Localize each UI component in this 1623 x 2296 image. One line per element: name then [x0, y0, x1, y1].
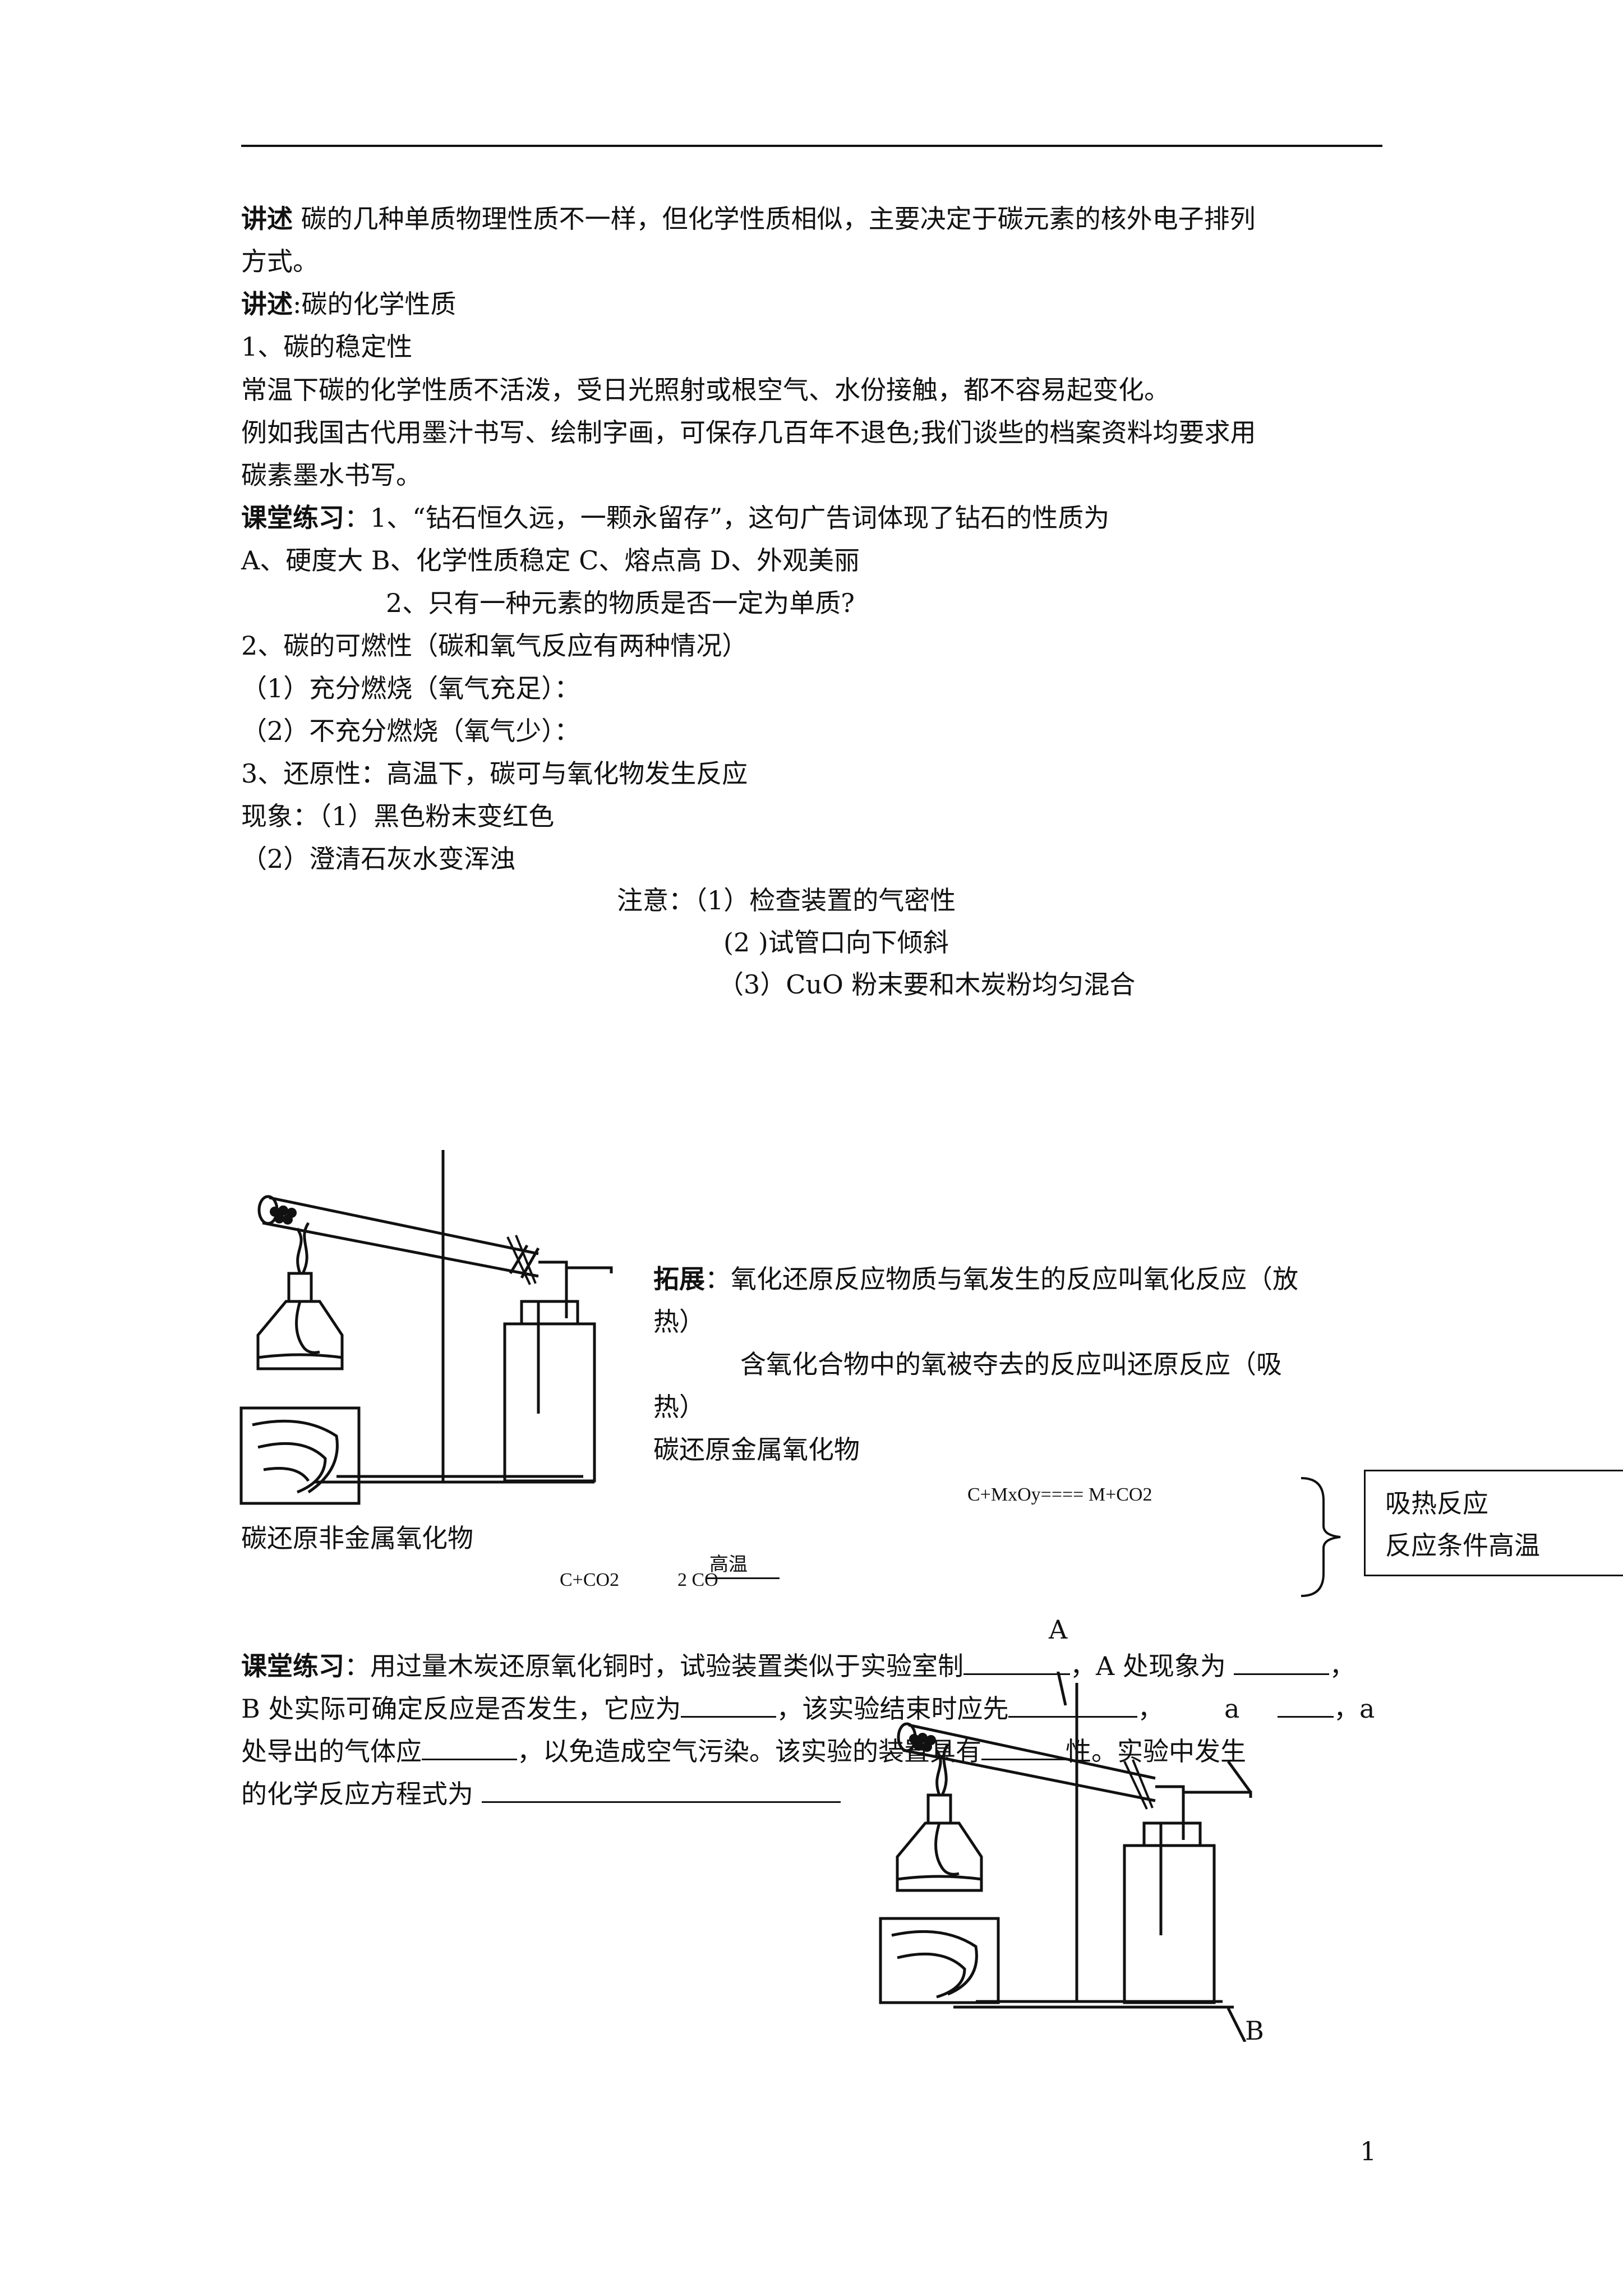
note-line: 注意：（1）检查装置的气密性: [617, 885, 956, 915]
choice-line: A、硬度大 B、化学性质稳定 C、熔点高 D、外观美丽: [241, 545, 860, 576]
paragraph-line: 碳素墨水书写。: [241, 460, 422, 490]
text: ，该实验结束时应先: [776, 1694, 1009, 1724]
text: ：1、“钻石恒久远，一颗永留存”，这句广告词体现了钻石的性质为: [344, 503, 1110, 533]
formula-metal-oxide: C+MxOy==== M+CO2: [967, 1484, 1152, 1505]
section-heading: 1、碳的稳定性: [241, 332, 413, 362]
extension-line: 碳还原非金属氧化物: [241, 1523, 473, 1553]
blank[interactable]: [681, 1694, 777, 1718]
formula-right: 2 CO: [677, 1570, 718, 1590]
apparatus-diagram-2: [879, 1672, 1252, 2042]
paragraph-line: 讲述 碳的几种单质物理性质不一样，但化学性质相似，主要决定于碳元素的核外电子排列: [241, 202, 1256, 236]
blank[interactable]: [481, 1779, 841, 1803]
text: 处导出的气体应: [241, 1736, 422, 1766]
box-line: 吸热反应: [1385, 1488, 1488, 1519]
blank[interactable]: [422, 1736, 517, 1760]
exercise-line: 2、只有一种元素的物质是否一定为单质?: [386, 588, 855, 618]
blank[interactable]: [1234, 1651, 1330, 1675]
exercise-line: 课堂练习：用过量木炭还原氧化铜时，试验装置类似于实验室制 ，A 处现象为 ，: [241, 1649, 1355, 1683]
box-line: 反应条件高温: [1385, 1530, 1540, 1561]
label-jiangshu: 讲述: [241, 204, 293, 234]
text: 的化学反应方程式为: [241, 1779, 473, 1809]
exercise-line: B 处实际可确定反应是否发生，它应为 ，该实验结束时应先 ，: [241, 1692, 1163, 1726]
summary-box: [1364, 1470, 1623, 1576]
label-exercise: 课堂练习: [241, 1651, 344, 1681]
blank[interactable]: [963, 1651, 1070, 1675]
paragraph-line: （2）澄清石灰水变浑浊: [241, 844, 516, 874]
text: :碳的化学性质: [293, 289, 457, 319]
text: 性。实验中发生: [1066, 1736, 1246, 1766]
section-heading: 3、还原性：高温下，碳可与氧化物发生反应: [241, 758, 748, 789]
extension-line: 热）: [653, 1392, 705, 1422]
label-B: B: [1245, 2016, 1264, 2046]
blank[interactable]: [1278, 1694, 1334, 1718]
text: ，: [1137, 1694, 1164, 1724]
exercise-line: 的化学反应方程式为: [241, 1777, 841, 1811]
paragraph-line: 例如我国古代用墨汁书写、绘制字画，可保存几百年不退色;我们谈些的档案资料均要求用: [241, 417, 1256, 448]
label-extension: 拓展: [653, 1264, 705, 1294]
extension-line: 含氧化合物中的氧被夺去的反应叫还原反应（吸: [740, 1349, 1282, 1379]
exercise-line-end: ，a: [1278, 1692, 1375, 1726]
paragraph-line: 方式。: [241, 246, 319, 277]
brace-icon: [1301, 1477, 1341, 1597]
extension-line: 热）: [653, 1306, 705, 1337]
label-jiangshu: 讲述: [241, 289, 293, 319]
header-rule: [241, 145, 1382, 147]
exercise-line: 课堂练习：1、“钻石恒久远，一颗永留存”，这句广告词体现了钻石的性质为: [241, 501, 1109, 535]
text: ：用过量木炭还原氧化铜时，试验装置类似于实验室制: [344, 1651, 963, 1681]
text: 碳的几种单质物理性质不一样，但化学性质相似，主要决定于碳元素的核外电子排列: [293, 204, 1256, 234]
page-number: 1: [1360, 2136, 1377, 2166]
extension-line: 碳还原金属氧化物: [653, 1434, 860, 1465]
label-exercise: 课堂练习: [241, 503, 344, 533]
reaction-condition: 高温: [709, 1554, 748, 1575]
note-line: （3）CuO 粉末要和木炭粉均匀混合: [718, 969, 1136, 1000]
paragraph-line: （1）充分燃烧（氧气充足）：: [241, 673, 580, 703]
label-A: A: [1049, 1614, 1068, 1645]
apparatus-diagram-1: [239, 1150, 613, 1505]
paragraph-line: 讲述:碳的化学性质: [241, 287, 457, 321]
blank[interactable]: [1008, 1694, 1138, 1718]
exercise-a: a: [1224, 1694, 1240, 1724]
paragraph-line: （2）不充分燃烧（氧气少）：: [241, 716, 580, 746]
text: ，a: [1334, 1694, 1375, 1724]
section-heading: 2、碳的可燃性（碳和氧气反应有两种情况）: [241, 631, 748, 661]
paragraph-line: 现象：（1）黑色粉末变红色: [241, 801, 555, 831]
formula-left: C+CO2: [560, 1570, 620, 1590]
text: B 处实际可确定反应是否发生，它应为: [241, 1694, 681, 1724]
extension-line: 拓展：氧化还原反应物质与氧发生的反应叫氧化反应（放: [653, 1262, 1298, 1296]
equation-bar: [707, 1577, 780, 1579]
text: ，A 处现象为: [1070, 1651, 1226, 1681]
note-line: (2 )试管口向下倾斜: [723, 927, 949, 958]
text: ，: [1329, 1651, 1355, 1681]
text: ：氧化还原反应物质与氧发生的反应叫氧化反应（放: [705, 1264, 1298, 1294]
paragraph-line: 常温下碳的化学性质不活泼，受日光照射或根空气、水份接触，都不容易起变化。: [241, 375, 1170, 405]
blank[interactable]: [981, 1736, 1066, 1760]
